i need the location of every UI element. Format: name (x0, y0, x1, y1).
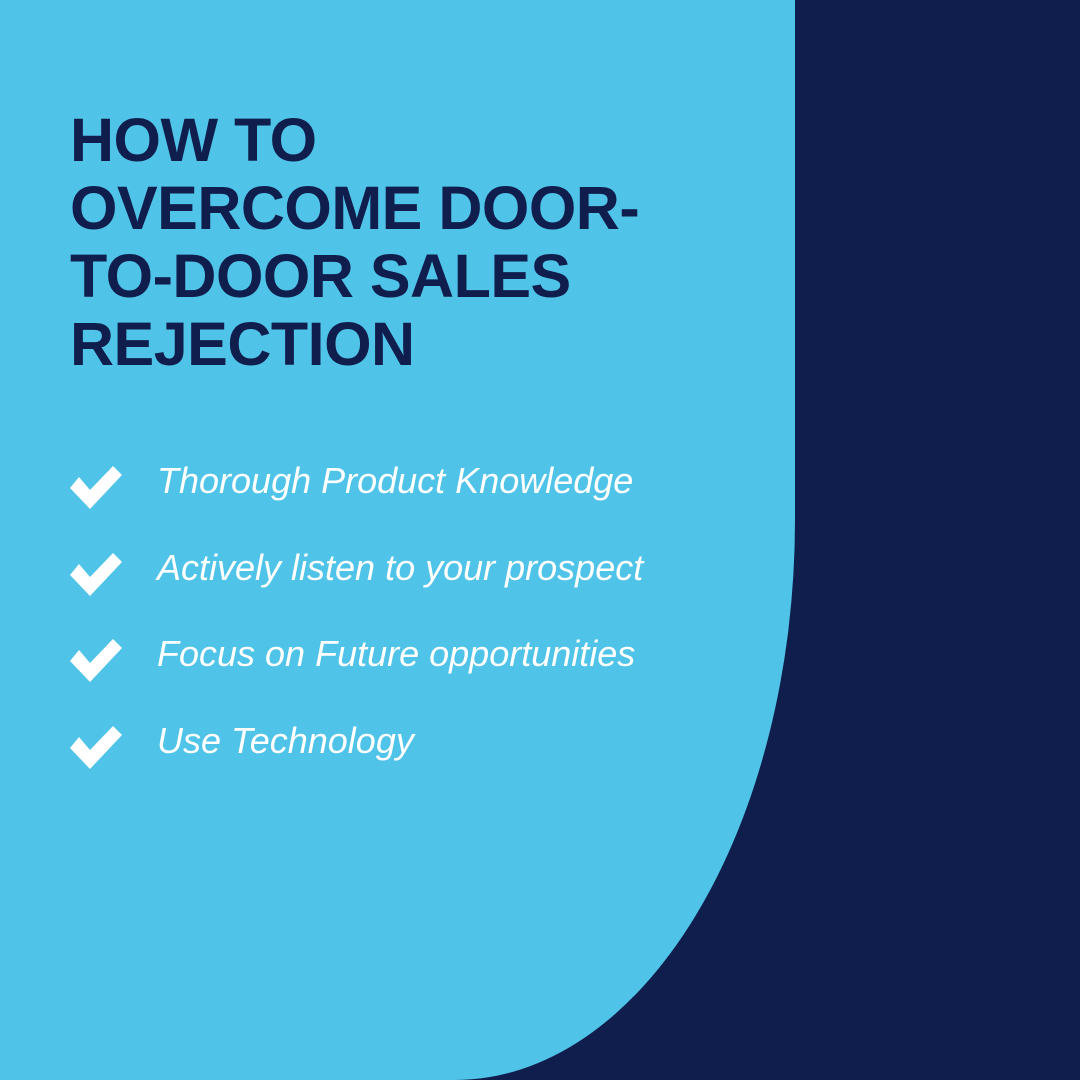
panel-content: HOW TO OVERCOME DOOR- TO-DOOR SALES REJE… (70, 106, 790, 804)
check-icon (70, 725, 122, 769)
checklist: Thorough Product Knowledge Actively list… (70, 458, 790, 804)
panel-path (0, 0, 795, 1080)
title-line-3: TO-DOOR SALES (70, 242, 571, 310)
title-line-4: REJECTION (70, 310, 415, 378)
list-item-label: Thorough Product Knowledge (157, 460, 634, 501)
list-item: Use Technology (70, 718, 790, 805)
title-line-1: HOW TO (70, 106, 317, 174)
check-icon (70, 466, 122, 509)
list-item-label: Actively listen to your prospect (157, 546, 644, 588)
check-icon (70, 552, 122, 596)
title-line-2: OVERCOME DOOR- (70, 174, 640, 242)
list-item: Focus on Future opportunities (70, 631, 790, 718)
list-item-label: Focus on Future opportunities (157, 633, 636, 674)
list-item-label: Use Technology (157, 719, 414, 761)
list-item: Actively listen to your prospect (70, 545, 790, 632)
check-icon (70, 639, 122, 682)
page-title: HOW TO OVERCOME DOOR- TO-DOOR SALES REJE… (70, 106, 770, 378)
list-item: Thorough Product Knowledge (70, 458, 790, 545)
